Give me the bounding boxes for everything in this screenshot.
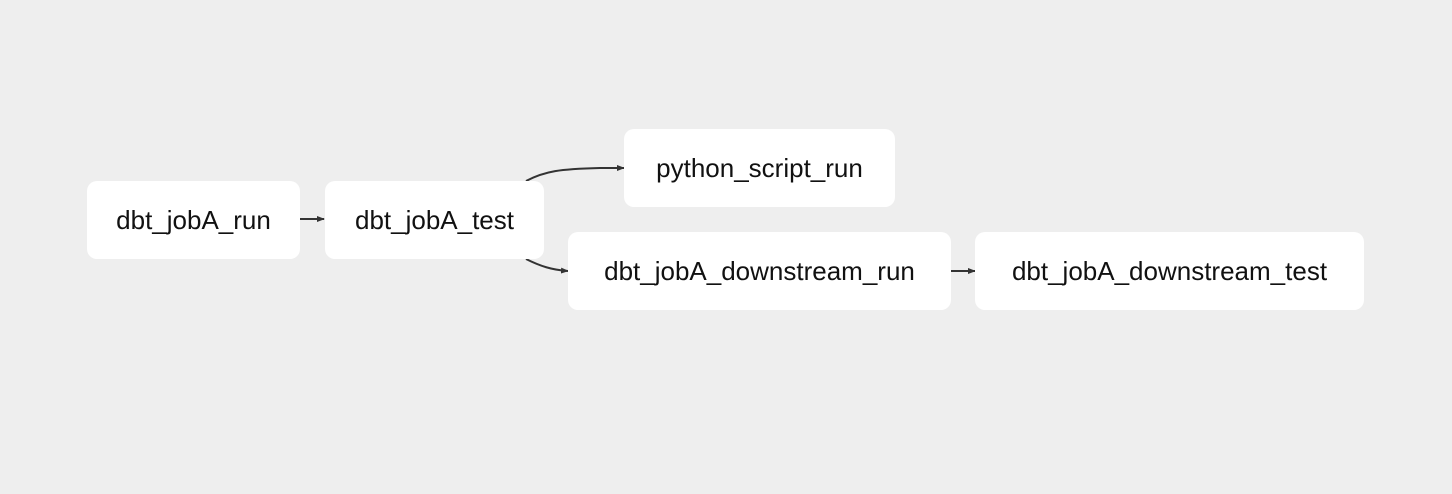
node-label: python_script_run [656, 152, 863, 183]
node-dbt-joba-test[interactable]: dbt_jobA_test [325, 181, 544, 259]
node-dbt-joba-downstream-test[interactable]: dbt_jobA_downstream_test [975, 232, 1364, 310]
edge-dbt-joba-test-to-python-script-run [525, 165, 625, 182]
node-label: dbt_jobA_test [354, 204, 514, 235]
node-label: dbt_jobA_downstream_run [604, 255, 915, 286]
node-label: dbt_jobA_run [116, 204, 271, 235]
node-dbt-joba-run[interactable]: dbt_jobA_run [87, 181, 300, 259]
node-dbt-joba-downstream-run[interactable]: dbt_jobA_downstream_run [568, 232, 951, 310]
node-python-script-run[interactable]: python_script_run [624, 129, 895, 207]
edge-dbt-joba-test-to-dbt-joba-downstream-run [525, 258, 569, 274]
node-label: dbt_jobA_downstream_test [1011, 255, 1328, 286]
